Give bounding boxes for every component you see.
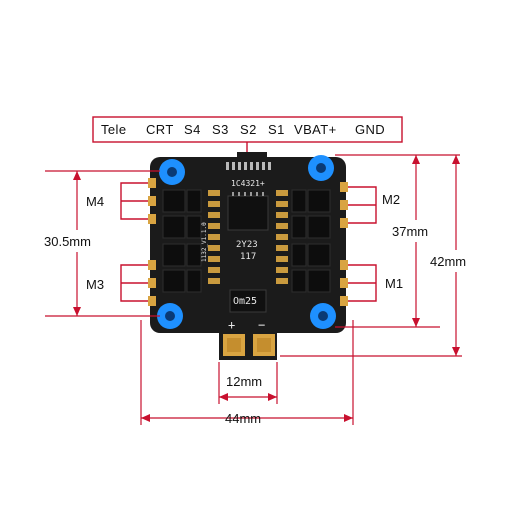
label-m1: M1 — [385, 276, 403, 291]
label-m4: M4 — [86, 194, 104, 209]
connector-tab — [237, 152, 267, 162]
silk-chip-label-2: 117 — [240, 252, 256, 262]
mosfets-right — [291, 189, 331, 293]
dim-right-inner — [335, 154, 460, 328]
label-m3: M3 — [86, 277, 104, 292]
mcu-chip — [227, 195, 269, 231]
passive-components — [208, 190, 288, 284]
pin-label-s4: S4 — [184, 122, 201, 137]
silk-top-label: 1C4321+ — [231, 179, 265, 188]
pin-label-crt: CRT — [146, 122, 174, 137]
esc-board: 1C4321+ 2Y23 117 1132_V1.1.0 Om25 + − — [148, 152, 348, 360]
silk-minus: − — [258, 318, 265, 332]
silk-chip-label-1: 2Y23 — [236, 240, 258, 250]
pin-label-gnd: GND — [355, 122, 385, 137]
silk-version: 1132_V1.1.0 — [201, 222, 208, 262]
power-pad-negative-inner — [257, 338, 271, 352]
regulator-chip — [229, 289, 267, 313]
dim-power-pad-label: 12mm — [226, 374, 262, 389]
pin-label-tele: Tele — [101, 122, 126, 137]
dim-left-vertical — [45, 170, 160, 317]
connector-label-box: Tele CRT S4 S3 S2 S1 VBAT+ GND — [92, 116, 403, 143]
pin-label-vbat: VBAT+ — [294, 122, 337, 137]
left-motor-pads — [148, 178, 156, 306]
standoff-bottom-right — [310, 303, 336, 329]
dim-board-width-label: 44mm — [225, 411, 261, 426]
mosfets-left — [162, 189, 202, 293]
pin-label-s1: S1 — [268, 122, 285, 137]
standoff-top-right — [308, 155, 334, 181]
pin-label-s2: S2 — [240, 122, 257, 137]
right-motor-pads — [340, 182, 348, 306]
mcu-pins — [232, 192, 264, 196]
silk-pad-label: Om25 — [233, 296, 257, 307]
standoff-top-left — [159, 159, 185, 185]
connector-pads — [226, 162, 271, 170]
dim-left-label: 30.5mm — [44, 234, 91, 249]
motor-brackets — [120, 182, 377, 302]
dim-right-outer — [280, 155, 462, 357]
dim-right-inner-label: 37mm — [392, 224, 428, 239]
dim-right-outer-label: 42mm — [430, 254, 466, 269]
power-pad-positive-inner — [227, 338, 241, 352]
pin-label-s3: S3 — [212, 122, 229, 137]
standoff-bottom-left — [157, 303, 183, 329]
dim-power-pad — [218, 362, 278, 404]
dim-board-width — [140, 320, 354, 425]
silk-plus: + — [228, 318, 235, 332]
connector-box-frame — [92, 116, 403, 143]
label-m2: M2 — [382, 192, 400, 207]
